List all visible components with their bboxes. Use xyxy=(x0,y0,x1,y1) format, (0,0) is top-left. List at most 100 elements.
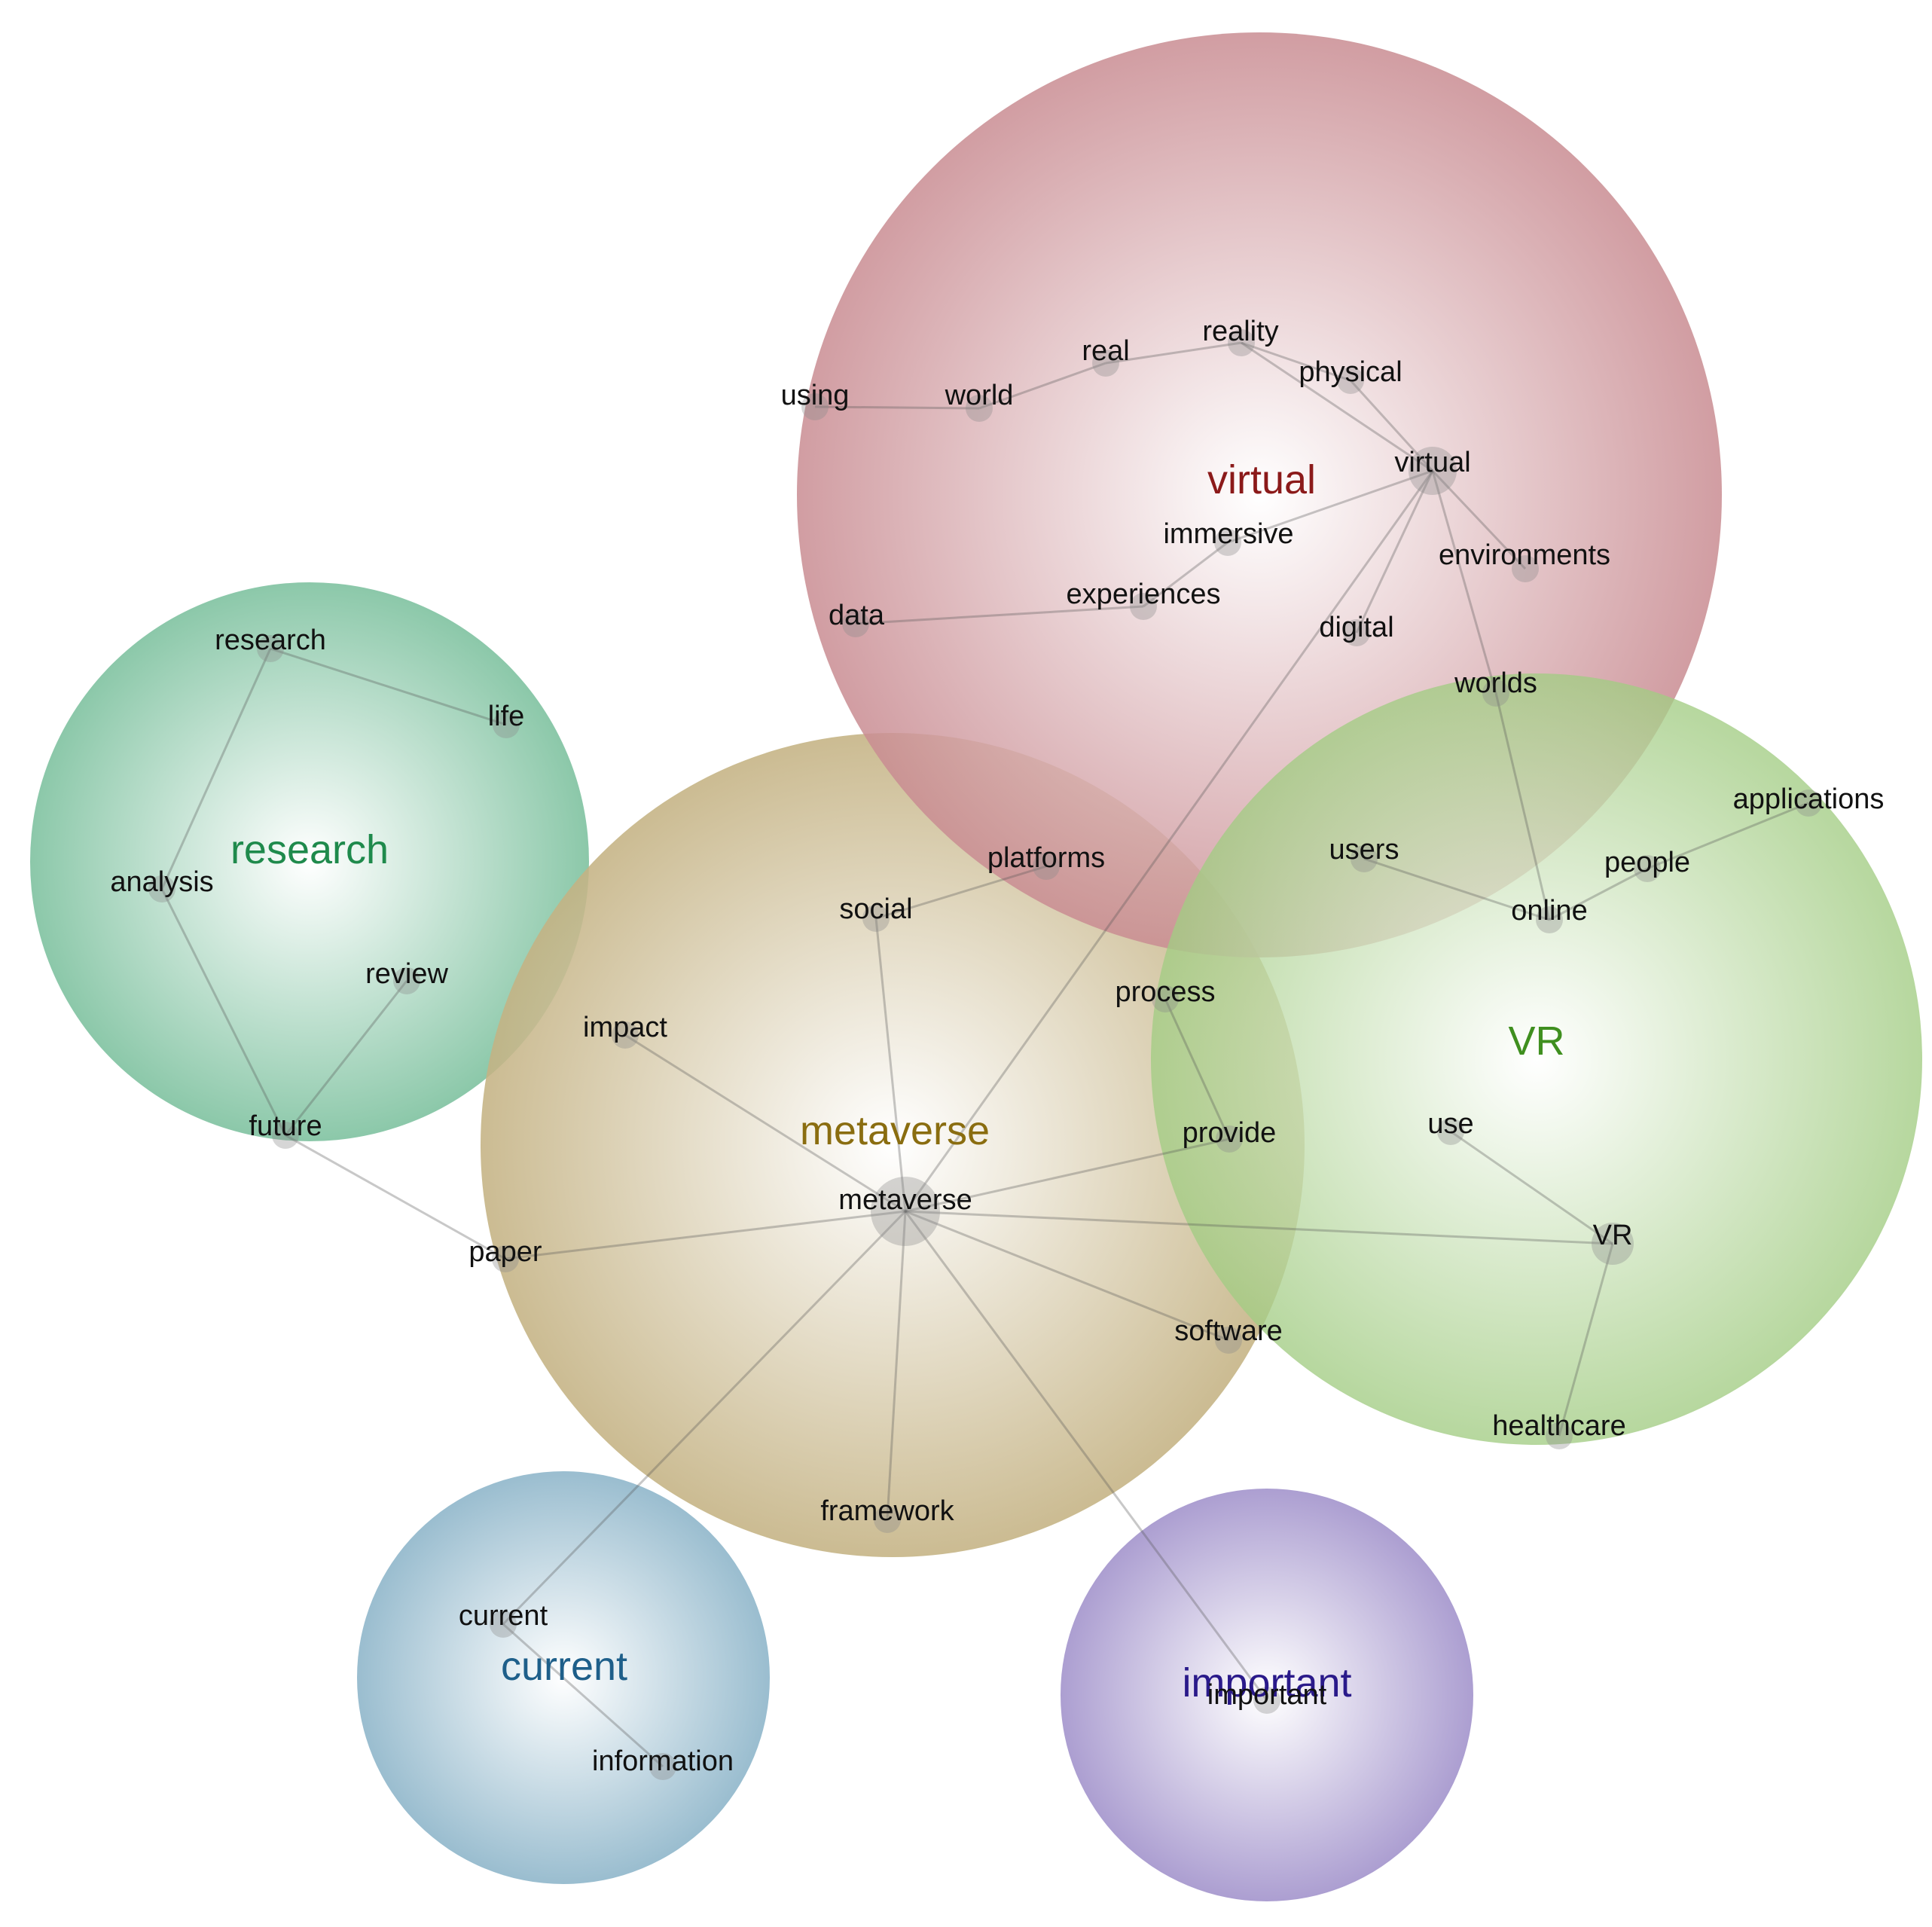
node-dot-use xyxy=(1437,1118,1464,1145)
node-dot-information xyxy=(649,1753,676,1780)
theme-bubble-vr xyxy=(1151,673,1922,1445)
node-dot-current xyxy=(490,1611,517,1638)
node-label-future: future xyxy=(249,1110,322,1142)
node-dot-platforms xyxy=(1033,853,1060,880)
theme-label-current: current xyxy=(501,1644,627,1689)
edge-users-online xyxy=(1363,857,1550,921)
node-label-users: users xyxy=(1329,834,1399,866)
edge-review-future xyxy=(284,980,408,1136)
node-label-real: real xyxy=(1082,335,1129,367)
node-label-immersive: immersive xyxy=(1163,518,1293,550)
node-label-people: people xyxy=(1604,847,1690,878)
node-label-data: data xyxy=(829,600,885,631)
node-dot-process xyxy=(1152,985,1179,1012)
edge-worlds-online xyxy=(1494,692,1551,921)
edge-experiences-data xyxy=(855,605,1144,625)
node-labels: using world real reality physical virtua… xyxy=(110,316,1884,1777)
edge-immersive-experiences xyxy=(1143,541,1228,608)
edges xyxy=(160,341,1809,1768)
theme-label-virtual: virtual xyxy=(1207,457,1316,502)
node-label-virtual: virtual xyxy=(1394,447,1470,478)
theme-label-research: research xyxy=(230,827,389,872)
edge-world-real xyxy=(978,362,1106,410)
node-dot-data xyxy=(842,610,869,637)
edge-online-people xyxy=(1549,867,1648,921)
node-dot-immersive xyxy=(1214,529,1241,556)
edge-real-reality xyxy=(1105,341,1242,365)
node-label-use: use xyxy=(1427,1108,1473,1140)
node-label-online: online xyxy=(1511,895,1587,927)
node-dot-research xyxy=(257,635,284,662)
edge-physical-virtual xyxy=(1349,379,1434,472)
edge-research-analysis xyxy=(160,648,272,890)
node-label-vr: VR xyxy=(1593,1220,1633,1251)
node-label-world: world xyxy=(945,380,1014,411)
node-label-platforms: platforms xyxy=(987,842,1105,874)
node-label-environments: environments xyxy=(1439,539,1610,571)
edge-metaverse-vr xyxy=(905,1210,1613,1245)
node-label-information: information xyxy=(592,1745,734,1777)
theme-bubble-research xyxy=(30,582,589,1141)
edge-future-paper xyxy=(285,1134,506,1260)
node-dot-users xyxy=(1351,845,1378,872)
node-dots xyxy=(148,329,1822,1780)
node-dot-virtual xyxy=(1409,447,1457,495)
node-label-current: current xyxy=(459,1600,548,1632)
node-label-paper: paper xyxy=(469,1236,542,1268)
edge-platforms-social xyxy=(875,865,1047,920)
edge-impact-metaverse xyxy=(624,1034,906,1213)
edge-metaverse-software xyxy=(905,1210,1229,1342)
node-dot-social xyxy=(862,905,890,932)
node-dot-paper xyxy=(492,1245,519,1272)
node-label-applications: applications xyxy=(1733,783,1885,815)
edge-use-vr xyxy=(1450,1130,1613,1245)
edge-provide-metaverse xyxy=(905,1138,1230,1213)
theme-labels: virtual research metaverse VR current im… xyxy=(230,457,1565,1706)
node-dot-healthcare xyxy=(1546,1422,1573,1449)
theme-bubbles xyxy=(30,32,1922,1901)
node-dot-metaverse xyxy=(871,1177,940,1246)
node-dot-future xyxy=(272,1122,299,1149)
node-label-reality: reality xyxy=(1202,316,1278,347)
node-label-framework: framework xyxy=(820,1495,954,1527)
node-dot-framework xyxy=(874,1506,901,1533)
edge-people-applications xyxy=(1647,802,1809,870)
node-label-impact: impact xyxy=(583,1012,667,1043)
edge-metaverse-important xyxy=(904,1211,1268,1701)
edge-reality-virtual xyxy=(1241,341,1433,472)
node-label-social: social xyxy=(839,893,912,925)
node-label-digital: digital xyxy=(1319,612,1393,643)
node-dot-vr xyxy=(1592,1223,1634,1265)
edge-process-provide xyxy=(1164,998,1231,1140)
node-label-worlds: worlds xyxy=(1454,667,1537,699)
node-label-review: review xyxy=(365,958,448,990)
node-label-important: important xyxy=(1207,1679,1327,1711)
edge-metaverse-current xyxy=(502,1210,907,1626)
node-dot-using xyxy=(801,393,829,420)
node-label-physical: physical xyxy=(1299,356,1402,388)
node-dot-real xyxy=(1092,350,1119,377)
node-dot-physical xyxy=(1337,367,1364,394)
node-label-experiences: experiences xyxy=(1067,579,1221,610)
node-label-healthcare: healthcare xyxy=(1492,1410,1625,1442)
edge-reality-physical xyxy=(1241,341,1351,382)
edge-research-life xyxy=(270,647,507,726)
node-dot-important xyxy=(1253,1687,1280,1714)
node-dot-applications xyxy=(1795,789,1822,817)
theme-bubble-important xyxy=(1061,1489,1473,1901)
node-label-provide: provide xyxy=(1183,1117,1277,1149)
theme-label-metaverse: metaverse xyxy=(800,1108,990,1153)
node-dot-life xyxy=(493,711,520,738)
node-dot-worlds xyxy=(1482,679,1509,707)
edge-virtual-metaverse xyxy=(904,470,1434,1212)
theme-label-important: important xyxy=(1182,1660,1351,1706)
theme-bubble-metaverse xyxy=(481,733,1305,1557)
edge-virtual-immersive xyxy=(1227,469,1433,544)
edge-metaverse-paper xyxy=(505,1210,906,1260)
node-dot-impact xyxy=(612,1022,639,1049)
theme-bubble-current xyxy=(357,1471,770,1884)
node-dot-environments xyxy=(1512,555,1539,582)
node-label-life: life xyxy=(488,701,525,732)
node-dot-analysis xyxy=(148,875,175,902)
